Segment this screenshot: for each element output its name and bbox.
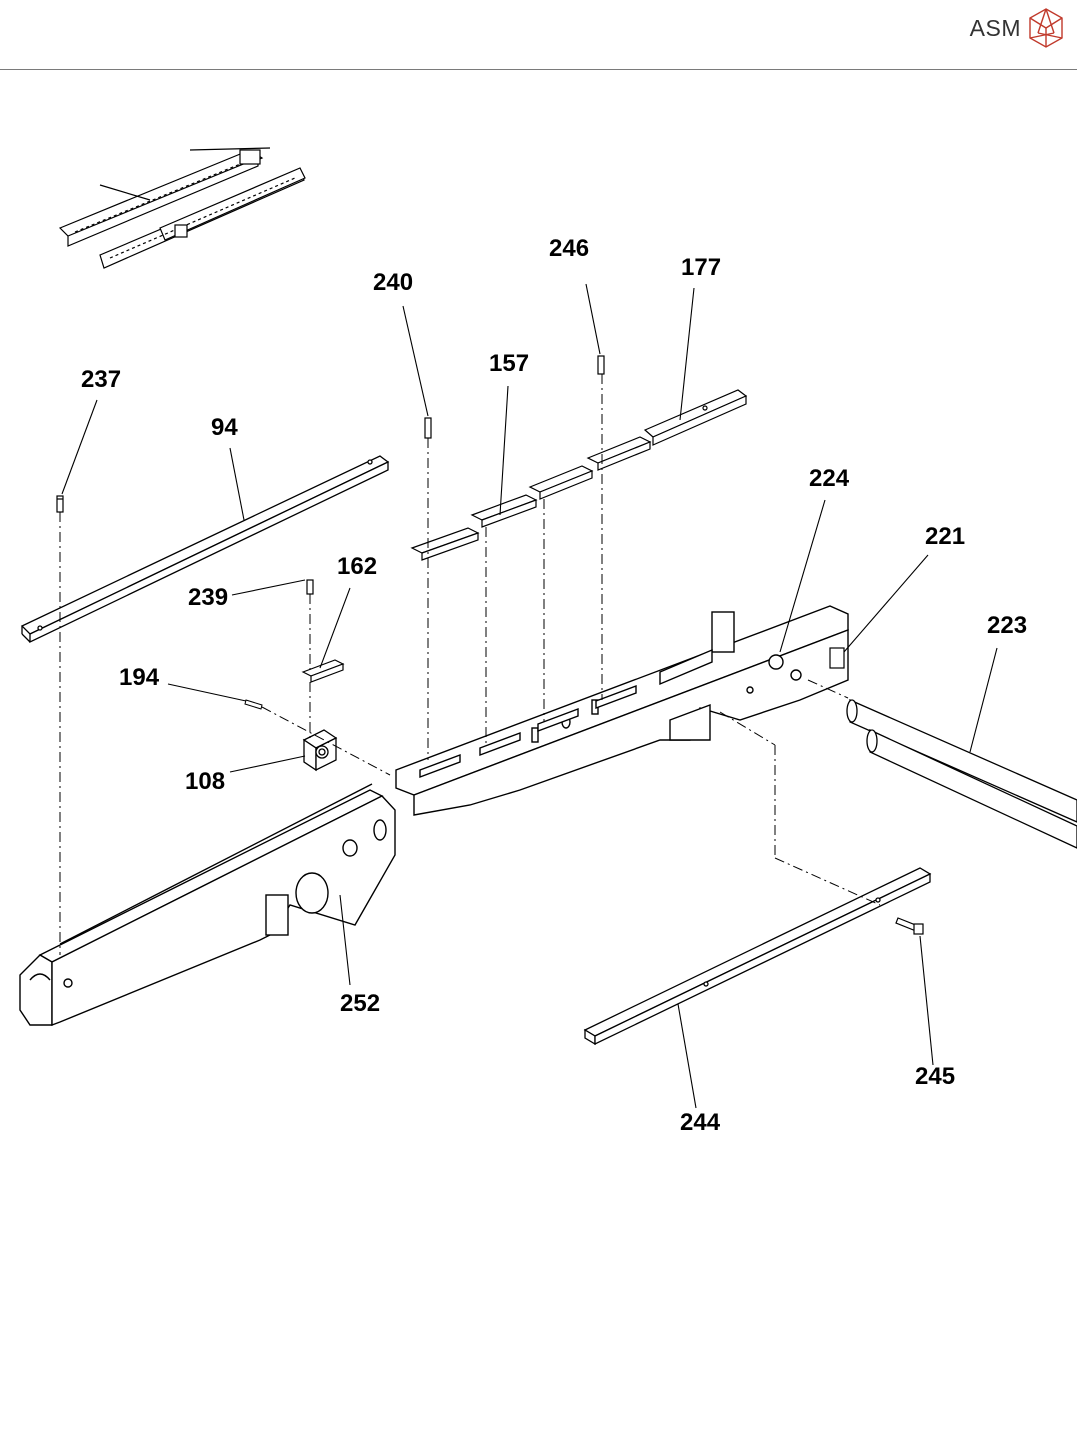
callout-94: 94 xyxy=(211,414,238,441)
callout-194: 194 xyxy=(119,664,160,691)
callout-157: 157 xyxy=(489,350,529,377)
exploded-assembly-drawing: 237 94 240 157 246 177 224 221 223 239 1… xyxy=(0,70,1077,1449)
callout-108: 108 xyxy=(185,768,225,795)
callout-177: 177 xyxy=(681,254,721,281)
part-221-screw xyxy=(830,648,844,668)
callout-221: 221 xyxy=(925,523,965,550)
brand: ASM xyxy=(970,6,1065,50)
part-177-plate xyxy=(645,390,746,445)
callout-labels: 237 94 240 157 246 177 224 221 223 239 1… xyxy=(81,235,1027,1136)
callout-252: 252 xyxy=(340,990,380,1017)
callout-239: 239 xyxy=(188,584,228,611)
leader-lines xyxy=(62,284,997,1108)
part-252-frame xyxy=(20,784,395,1025)
page-header: ASM xyxy=(0,0,1077,70)
brand-name: ASM xyxy=(970,15,1021,42)
part-223-rods xyxy=(847,700,1077,848)
part-239-screw xyxy=(307,580,313,594)
asm-logo-icon xyxy=(1027,7,1065,49)
part-237-screw xyxy=(57,496,63,512)
part-252-beam xyxy=(396,606,848,815)
part-194-pin xyxy=(245,700,262,709)
callout-245: 245 xyxy=(915,1063,955,1090)
part-240-screw xyxy=(425,418,431,438)
overview-thumbnail xyxy=(60,148,305,268)
part-244-rail xyxy=(585,868,930,1044)
callout-162: 162 xyxy=(337,553,377,580)
part-94-rail xyxy=(22,456,388,642)
callout-244: 244 xyxy=(680,1109,721,1136)
callout-246: 246 xyxy=(549,235,589,262)
part-162-bracket xyxy=(303,660,343,682)
part-157-pads xyxy=(412,437,650,560)
part-246-screw xyxy=(598,356,604,374)
callout-240: 240 xyxy=(373,269,413,296)
part-245-screw xyxy=(896,918,923,934)
callout-223: 223 xyxy=(987,612,1027,639)
callout-224: 224 xyxy=(809,465,850,492)
part-108-block xyxy=(304,730,336,770)
callout-237: 237 xyxy=(81,366,121,393)
